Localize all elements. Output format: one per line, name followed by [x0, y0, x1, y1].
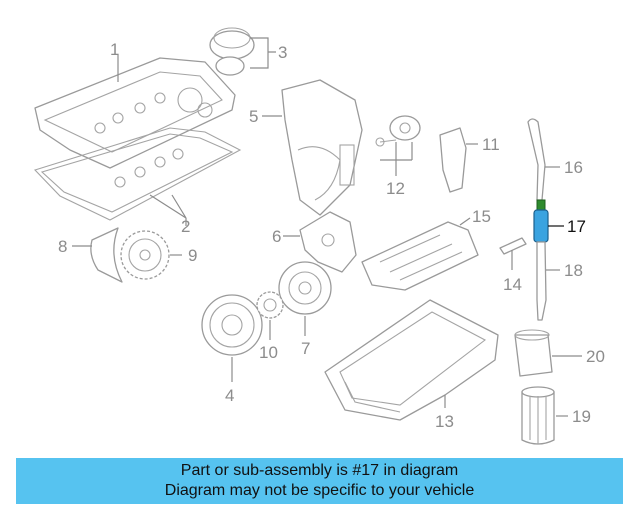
- part-dipstick[interactable]: [527, 118, 546, 201]
- part-oil-baffle[interactable]: [361, 221, 479, 291]
- part-oil-pan[interactable]: [324, 299, 499, 421]
- callout-labels: 1 2 3 4 5 6 7 8 9 10 11 12 13 14 15 16 1…: [58, 40, 605, 431]
- part-belt-tensioner[interactable]: [375, 115, 421, 147]
- callout-9: 9: [188, 246, 197, 265]
- part-oil-filter[interactable]: [521, 386, 555, 445]
- part-sensor[interactable]: [499, 237, 527, 255]
- callout-10: 10: [259, 343, 278, 362]
- callout-16: 16: [564, 158, 583, 177]
- part-dipstick-tube[interactable]: [536, 241, 547, 321]
- callout-18: 18: [564, 261, 583, 280]
- callout-19: 19: [572, 407, 591, 426]
- part-timing-belt[interactable]: [90, 227, 123, 283]
- part-gasket-set[interactable]: [33, 127, 242, 221]
- part-oil-pump[interactable]: [278, 261, 332, 315]
- callout-2: 2: [181, 217, 190, 236]
- parts-diagram: 1 2 3 4 5 6 7 8 9 10 11 12 13 14 15 16 1…: [33, 27, 605, 445]
- callout-13: 13: [435, 412, 454, 431]
- part-crank-sprocket[interactable]: [256, 291, 284, 319]
- part-cam-sprocket[interactable]: [120, 230, 170, 280]
- part-filter-housing[interactable]: [514, 329, 553, 377]
- callout-17: 17: [567, 217, 586, 236]
- part-valve-cover[interactable]: [34, 57, 236, 169]
- part-timing-cover[interactable]: [281, 79, 363, 216]
- info-banner: Part or sub-assembly is #17 in diagram D…: [16, 458, 623, 504]
- banner-line-2: Diagram may not be specific to your vehi…: [164, 482, 475, 499]
- callout-12: 12: [386, 179, 405, 198]
- callout-5: 5: [249, 107, 258, 126]
- banner-line-1: Part or sub-assembly is #17 in diagram: [180, 462, 459, 479]
- part-mount-bracket[interactable]: [439, 127, 467, 193]
- part-engine-bracket[interactable]: [299, 211, 357, 273]
- callout-14: 14: [503, 275, 522, 294]
- callout-4: 4: [225, 386, 234, 405]
- callout-7: 7: [301, 339, 310, 358]
- callout-1: 1: [110, 40, 119, 59]
- callout-6: 6: [272, 227, 281, 246]
- callout-20: 20: [586, 347, 605, 366]
- leader-lines: [72, 37, 582, 417]
- callout-3: 3: [278, 43, 287, 62]
- callout-15: 15: [472, 207, 491, 226]
- callout-11: 11: [482, 135, 500, 154]
- callout-8: 8: [58, 237, 67, 256]
- part-17-highlighted[interactable]: [533, 199, 549, 243]
- part-oil-filler-cap[interactable]: [209, 27, 255, 76]
- part-crank-pulley[interactable]: [201, 294, 263, 356]
